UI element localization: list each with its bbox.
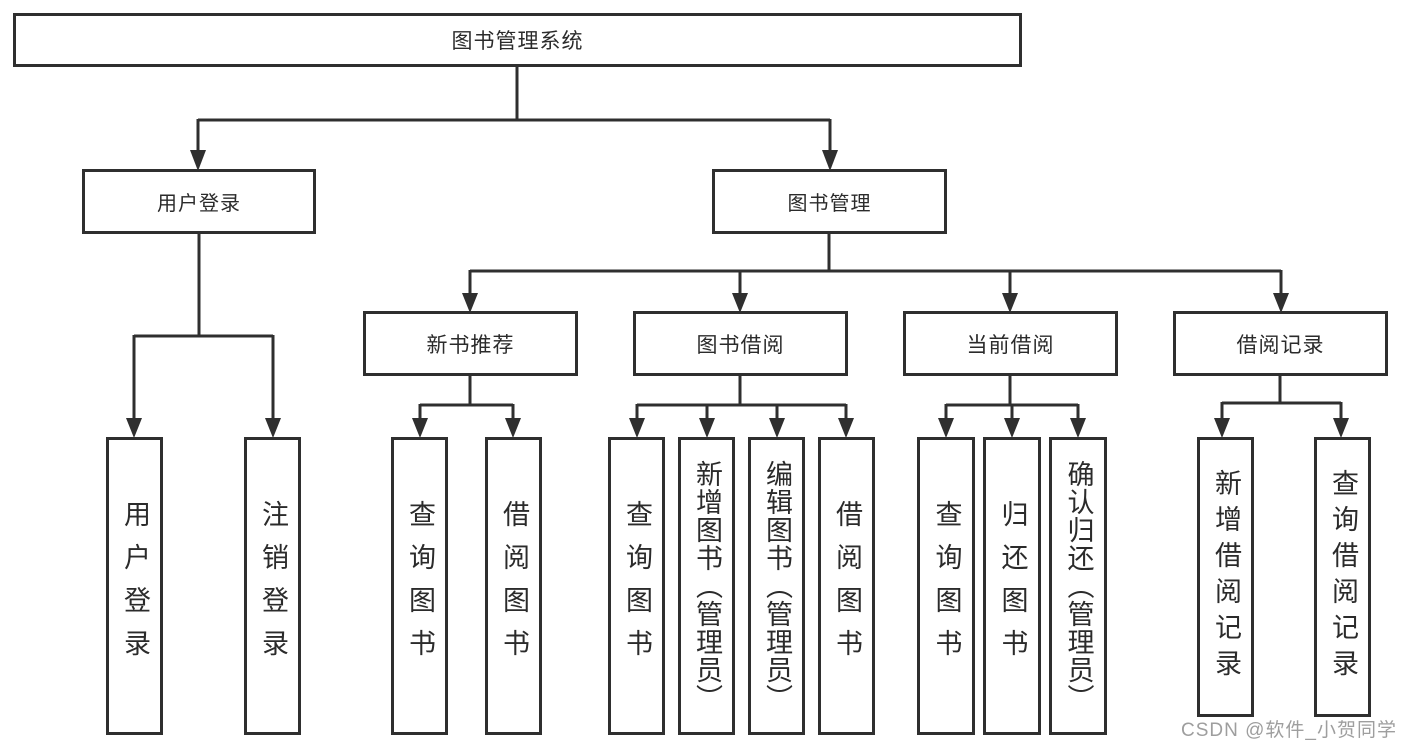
leaf-borrow-books: 借阅图书: [818, 437, 875, 735]
leaf-query-books-recommend: 查询图书: [391, 437, 448, 735]
leaf-label: 查询借阅记录: [1328, 469, 1358, 685]
leaf-label: 借阅图书: [499, 500, 529, 672]
leaf-label: 借阅图书: [832, 500, 862, 672]
leaf-label: 编辑图书（管理员）: [762, 460, 792, 712]
leaf-user-login: 用户登录: [106, 437, 163, 735]
watermark: CSDN @软件_小贺同学: [1181, 720, 1397, 741]
leaf-label: 新增借阅记录: [1211, 469, 1241, 685]
leaf-label: 注销登录: [258, 500, 288, 672]
node-user-login: 用户登录: [82, 169, 316, 234]
node-current-borrow: 当前借阅: [903, 311, 1118, 376]
leaf-label: 查询图书: [405, 500, 435, 672]
node-book-management: 图书管理: [712, 169, 947, 234]
leaf-add-borrow-record: 新增借阅记录: [1197, 437, 1254, 717]
leaf-query-books-current: 查询图书: [917, 437, 975, 735]
node-book-borrow: 图书借阅: [633, 311, 848, 376]
leaf-edit-book-admin: 编辑图书（管理员）: [748, 437, 805, 735]
leaf-label: 查询图书: [622, 500, 652, 672]
leaf-confirm-return-admin: 确认归还（管理员）: [1049, 437, 1107, 735]
leaf-label: 查询图书: [931, 500, 962, 672]
node-root: 图书管理系统: [13, 13, 1022, 67]
node-borrow-records: 借阅记录: [1173, 311, 1388, 376]
leaf-label: 确认归还（管理员）: [1063, 460, 1094, 712]
leaf-label: 归还图书: [997, 500, 1028, 672]
leaf-query-borrow-record: 查询借阅记录: [1314, 437, 1371, 717]
leaf-borrow-books-recommend: 借阅图书: [485, 437, 542, 735]
leaf-query-books-borrow: 查询图书: [608, 437, 665, 735]
leaf-return-book: 归还图书: [983, 437, 1041, 735]
node-new-book-recommend: 新书推荐: [363, 311, 578, 376]
leaf-label: 新增图书（管理员）: [692, 460, 722, 712]
leaf-logout: 注销登录: [244, 437, 301, 735]
leaf-add-book-admin: 新增图书（管理员）: [678, 437, 735, 735]
leaf-label: 用户登录: [120, 500, 150, 672]
